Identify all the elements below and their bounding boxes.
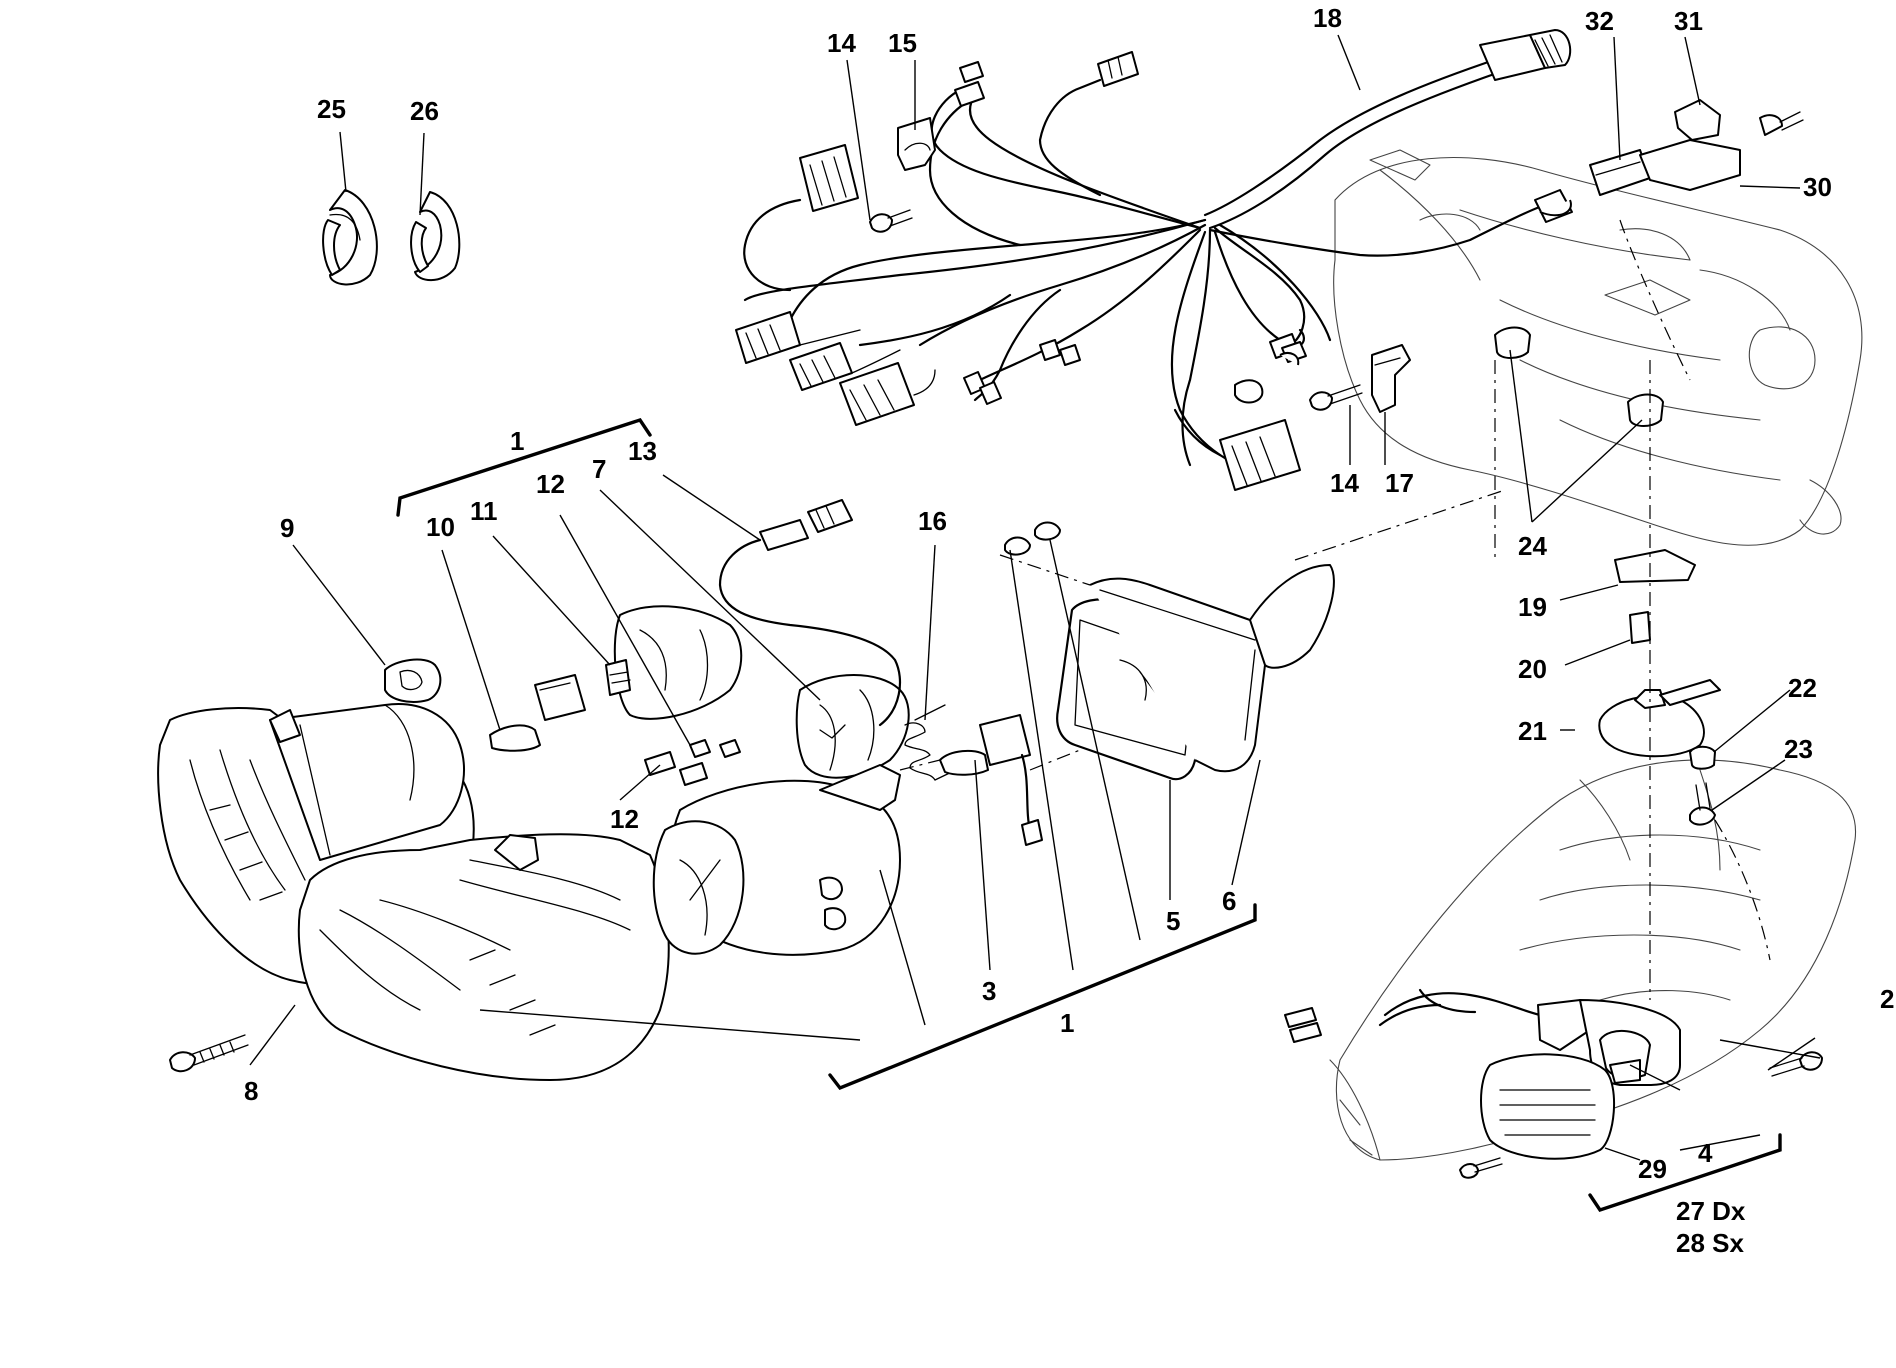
label-28-sx: 28 Sx — [1676, 1228, 1744, 1258]
label-32: 32 — [1585, 6, 1614, 36]
label-13: 13 — [628, 436, 657, 466]
label-12b: 12 — [610, 804, 639, 834]
label-23: 23 — [1784, 734, 1813, 764]
screw-8 — [169, 1034, 249, 1073]
label-19: 19 — [1518, 592, 1547, 622]
relay-31-32-bracket — [1589, 99, 1804, 196]
label-18: 18 — [1313, 3, 1342, 33]
label-8: 8 — [244, 1076, 258, 1106]
label-1b: 1 — [1060, 1008, 1074, 1038]
horn-21 — [1598, 679, 1721, 758]
label-17: 17 — [1385, 468, 1414, 498]
bracket-17 — [1371, 344, 1411, 413]
label-2: 2 — [1880, 984, 1894, 1014]
bulb-10 — [489, 674, 586, 752]
screw-20 — [1629, 611, 1651, 644]
label-15: 15 — [888, 28, 917, 58]
label-11: 11 — [470, 496, 498, 526]
lamp-reflector-11 — [605, 605, 743, 720]
bulb-3 — [939, 714, 1043, 846]
nuts-1 — [1004, 521, 1061, 556]
bezel-6 — [1089, 564, 1335, 773]
label-14b: 14 — [1330, 468, 1359, 498]
screw-23 — [1689, 782, 1716, 826]
headlight-duct — [269, 703, 465, 861]
label-1a: 1 — [510, 426, 524, 456]
grommet-9 — [384, 658, 442, 703]
label-20: 20 — [1518, 654, 1547, 684]
label-26: 26 — [410, 96, 439, 126]
label-22: 22 — [1788, 673, 1817, 703]
label-5: 5 — [1166, 906, 1180, 936]
label-31: 31 — [1674, 6, 1703, 36]
washer-22 — [1689, 745, 1716, 770]
screw-14-mid — [1309, 384, 1363, 411]
label-3: 3 — [982, 976, 996, 1006]
label-27-dx: 27 Dx — [1676, 1196, 1746, 1226]
screw-2 — [1769, 1051, 1823, 1077]
bulbs-12 — [644, 739, 741, 786]
label-16: 16 — [918, 506, 947, 536]
label-10: 10 — [426, 512, 455, 542]
label-14a: 14 — [827, 28, 856, 58]
lamp-reflector-7 — [795, 674, 910, 779]
label-9: 9 — [280, 513, 294, 543]
label-25: 25 — [317, 94, 346, 124]
clamp-26 — [410, 191, 461, 282]
label-7: 7 — [592, 454, 606, 484]
label-24: 24 — [1518, 531, 1547, 561]
label-4: 4 — [1698, 1138, 1713, 1168]
label-21: 21 — [1518, 716, 1547, 746]
brace-lines — [396, 417, 1782, 1213]
upper-frame-ghost — [1333, 149, 1863, 546]
callout-labels: 25 26 14 15 18 32 31 30 1 12 7 13 9 10 1… — [244, 3, 1894, 1258]
screw-14-top — [869, 209, 913, 233]
label-30: 30 — [1803, 172, 1832, 202]
headlight-housing-right — [297, 833, 670, 1081]
label-6: 6 — [1222, 886, 1236, 916]
label-29: 29 — [1638, 1154, 1667, 1184]
label-12a: 12 — [536, 469, 565, 499]
assembly-lines — [899, 219, 1771, 1000]
projector-lamp-body — [652, 764, 901, 956]
cable-13 — [718, 499, 902, 727]
leader-lines — [249, 34, 1821, 1161]
bracket-15 — [897, 117, 936, 171]
clamp-25 — [322, 189, 378, 286]
turn-signal-27-28 — [1284, 988, 1681, 1179]
wiring-harness — [735, 29, 1573, 491]
plate-19 — [1614, 549, 1696, 583]
grommets-24 — [1494, 326, 1664, 427]
